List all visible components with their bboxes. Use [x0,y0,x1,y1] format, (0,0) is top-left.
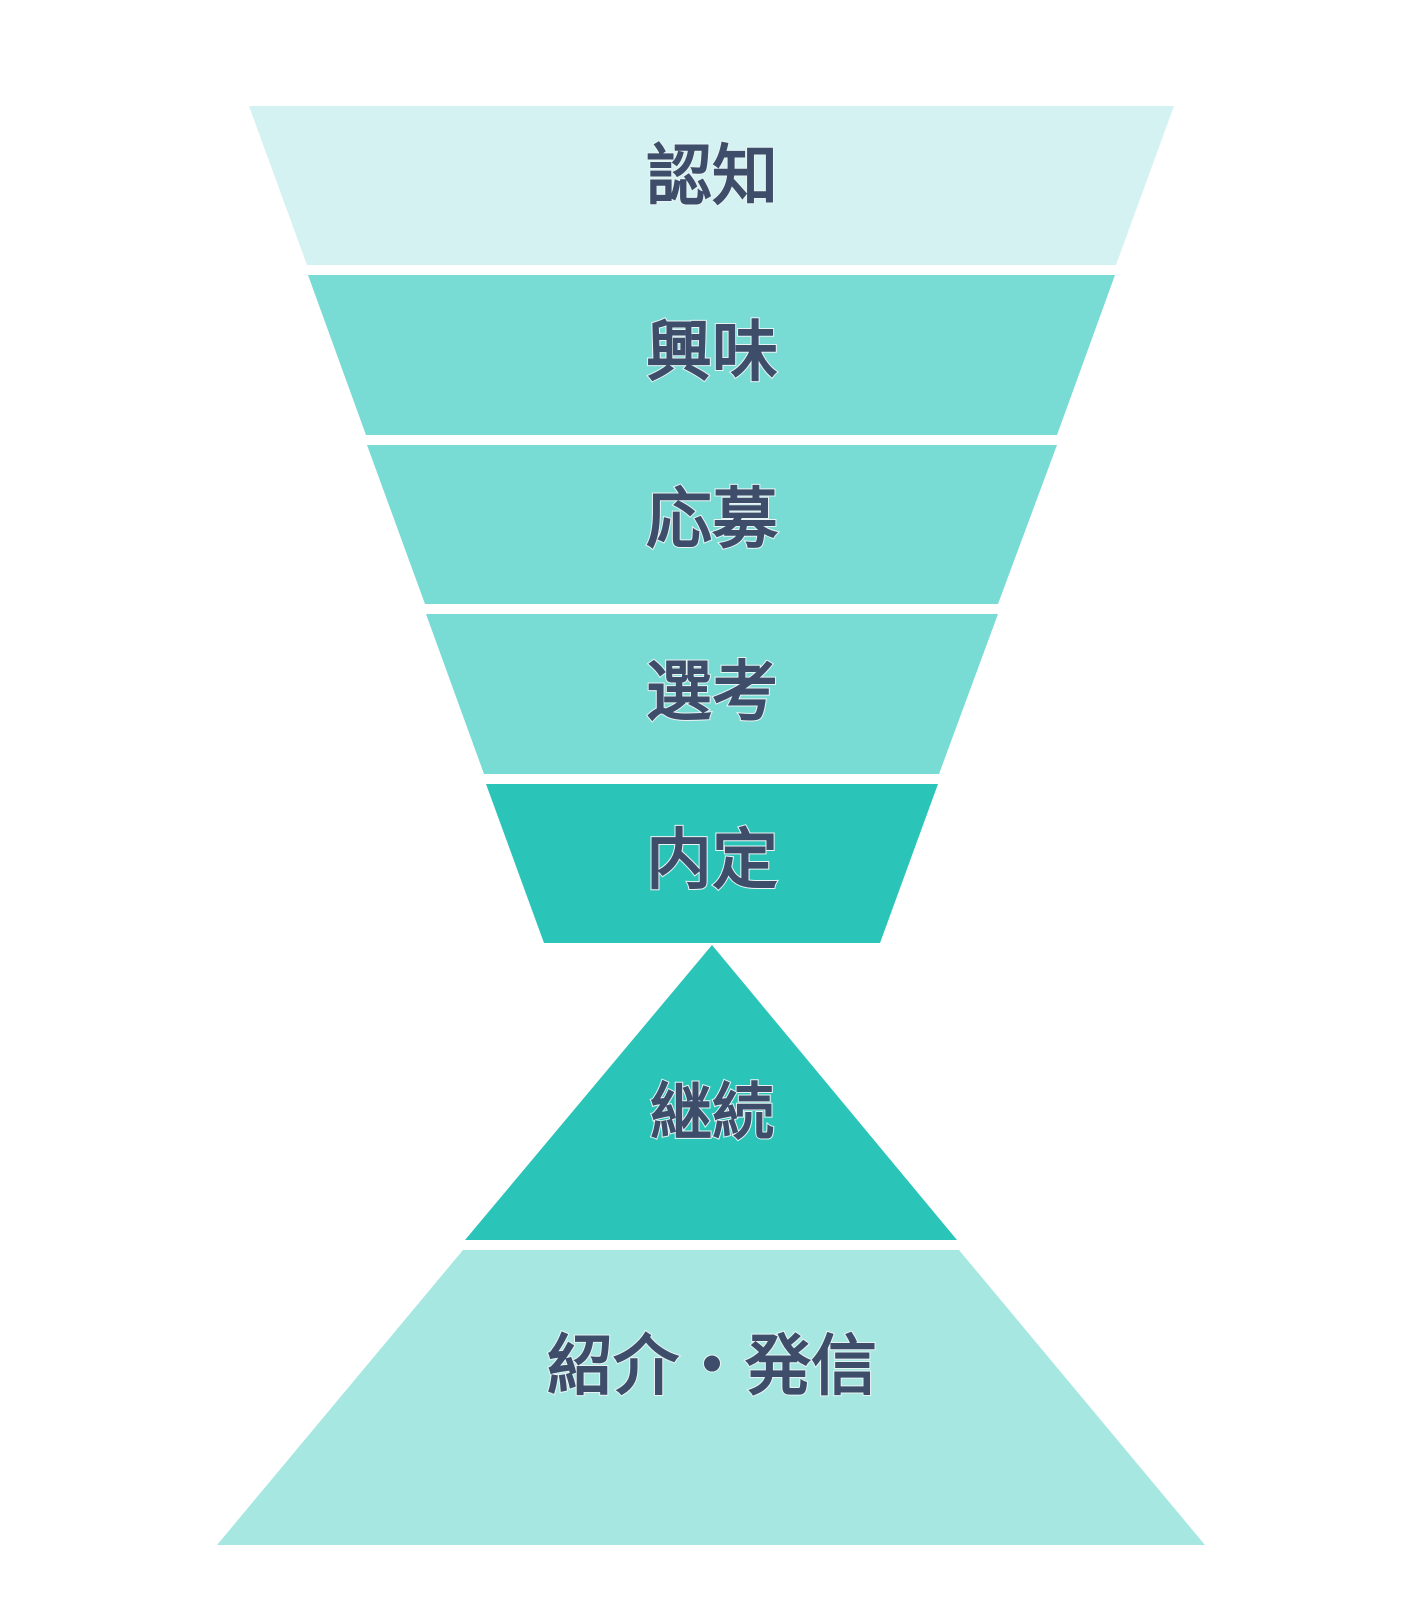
pyramid-stage-retention: 継続 [465,945,957,1240]
pyramid-shape [217,1250,1205,1545]
funnel-shape [486,784,938,943]
stage-label: 認知 [646,138,778,215]
funnel-stage-interest: 興味 [308,275,1115,435]
funnel-shape [367,445,1057,604]
funnel-stage-selection: 選考 [426,614,998,774]
funnel-stage-application: 応募 [367,445,1057,604]
stage-label: 継続 [650,1076,774,1149]
funnel-shape [426,614,998,774]
funnel-stage-offer: 内定 [486,784,938,943]
funnel-stage-awareness: 認知 [249,106,1174,265]
stage-label: 選考 [646,654,778,731]
stage-label: 内定 [646,822,778,899]
funnel-shape [308,275,1115,435]
stage-label: 紹介・発信 [547,1328,877,1405]
stage-label: 興味 [646,314,778,391]
pyramid-shape [465,945,957,1240]
pyramid-stage-referral: 紹介・発信 [217,1250,1205,1545]
stage-label: 応募 [646,481,779,558]
funnel-shape [249,106,1174,265]
